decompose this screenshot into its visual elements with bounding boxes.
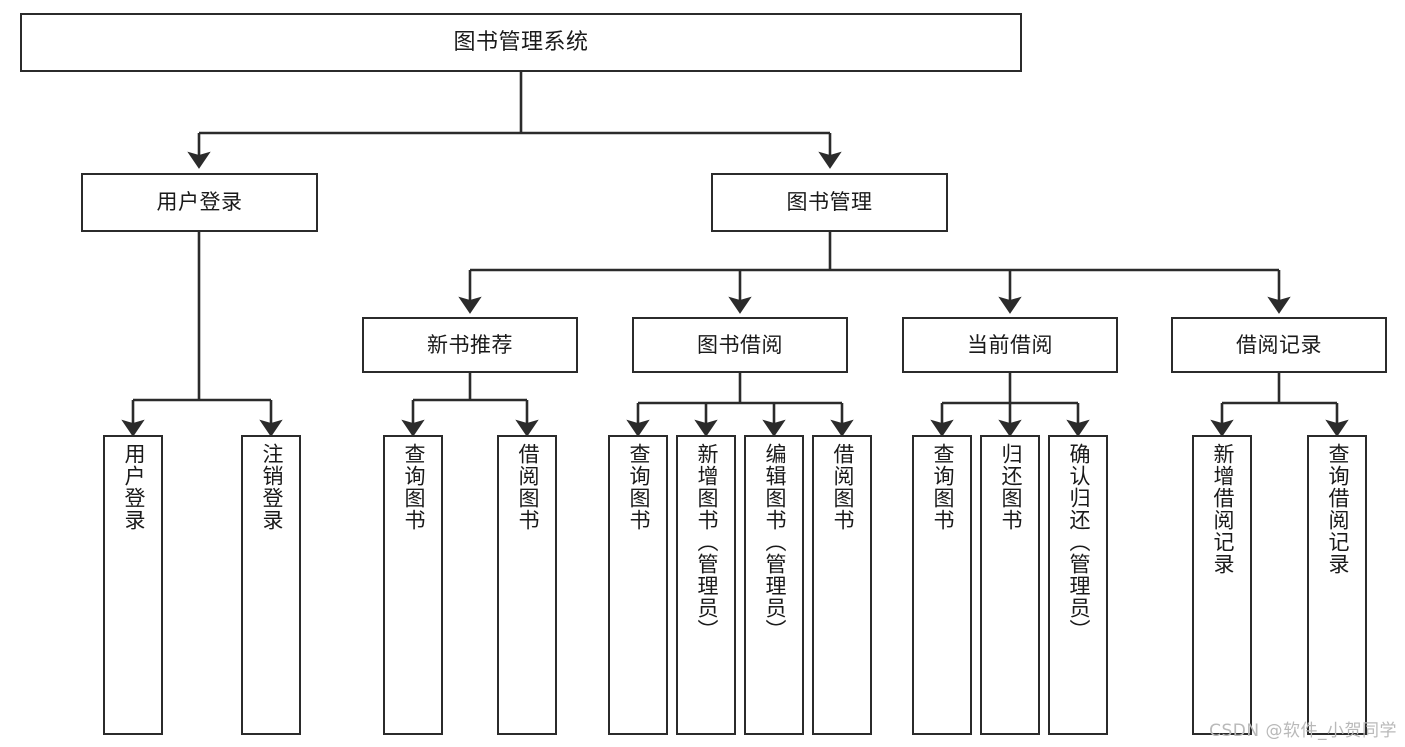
leaf-current-borrow-query[interactable]: 查询图书: [912, 435, 972, 735]
leaf-book-borrow-edit[interactable]: 编辑图书（管理员）: [744, 435, 804, 735]
leaf-current-borrow-return[interactable]: 归还图书: [980, 435, 1040, 735]
node-book-management[interactable]: 图书管理: [711, 173, 948, 232]
leaf-book-borrow-borrow[interactable]: 借阅图书: [812, 435, 872, 735]
leaf-current-borrow-confirm-return[interactable]: 确认归还（管理员）: [1048, 435, 1108, 735]
node-label: 用户登录: [121, 443, 146, 531]
leaf-book-borrow-add[interactable]: 新增图书（管理员）: [676, 435, 736, 735]
node-user-login[interactable]: 用户登录: [81, 173, 318, 232]
node-label: 新增借阅记录: [1210, 443, 1235, 575]
node-label: 归还图书: [998, 443, 1023, 531]
leaf-user-login-logout[interactable]: 注销登录: [241, 435, 301, 735]
leaf-book-borrow-query[interactable]: 查询图书: [608, 435, 668, 735]
node-label: 新增图书（管理员）: [694, 443, 719, 641]
node-label: 查询借阅记录: [1325, 443, 1350, 575]
node-book-borrow[interactable]: 图书借阅: [632, 317, 848, 373]
node-label: 图书管理系统: [453, 29, 589, 55]
leaf-new-book-query[interactable]: 查询图书: [383, 435, 443, 735]
node-label: 新书推荐: [427, 332, 513, 357]
node-label: 借阅记录: [1236, 332, 1322, 357]
node-label: 编辑图书（管理员）: [762, 443, 787, 641]
node-label: 查询图书: [626, 443, 651, 531]
node-label: 查询图书: [930, 443, 955, 531]
node-borrow-record[interactable]: 借阅记录: [1171, 317, 1387, 373]
leaf-borrow-record-query[interactable]: 查询借阅记录: [1307, 435, 1367, 735]
leaf-user-login-login[interactable]: 用户登录: [103, 435, 163, 735]
leaf-borrow-record-add[interactable]: 新增借阅记录: [1192, 435, 1252, 735]
node-root-system[interactable]: 图书管理系统: [20, 13, 1022, 72]
watermark: CSDN @软件_小贺同学: [1209, 721, 1397, 741]
node-label: 确认归还（管理员）: [1066, 443, 1091, 641]
node-label: 图书借阅: [697, 332, 783, 357]
node-label: 查询图书: [401, 443, 426, 531]
node-label: 图书管理: [786, 190, 873, 215]
node-label: 当前借阅: [967, 332, 1053, 357]
node-label: 用户登录: [156, 190, 243, 215]
node-current-borrow[interactable]: 当前借阅: [902, 317, 1118, 373]
node-label: 借阅图书: [515, 443, 540, 531]
node-label: 借阅图书: [830, 443, 855, 531]
node-new-book-recommend[interactable]: 新书推荐: [362, 317, 578, 373]
node-label: 注销登录: [259, 443, 284, 531]
leaf-new-book-borrow[interactable]: 借阅图书: [497, 435, 557, 735]
